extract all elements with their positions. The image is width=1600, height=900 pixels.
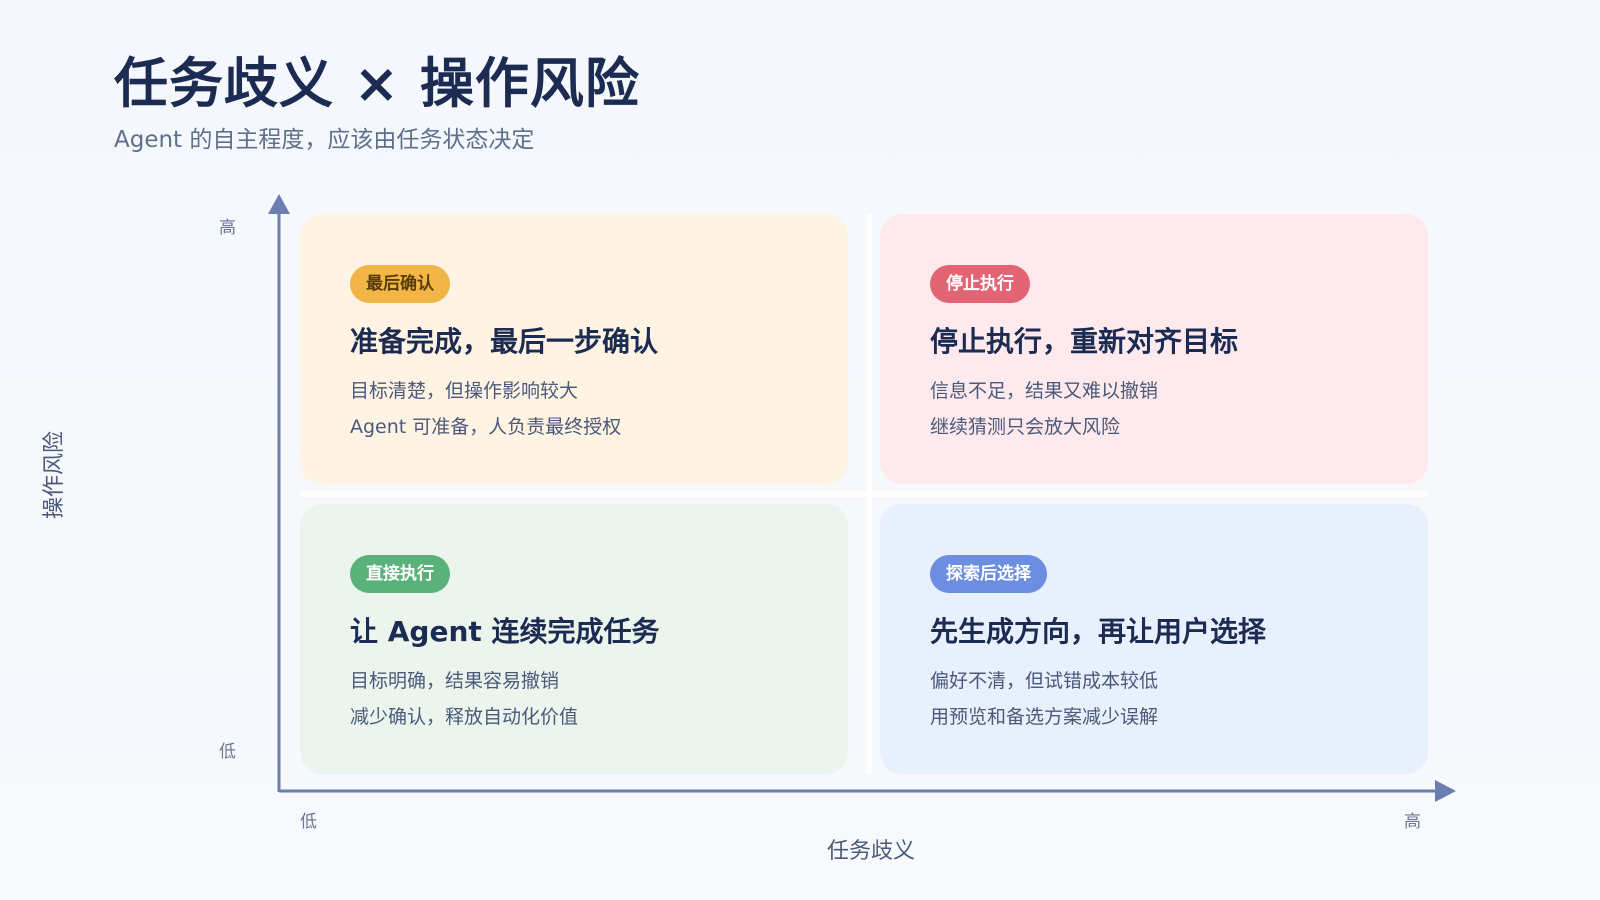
quadrant-heading: 停止执行，重新对齐目标 <box>930 325 1239 358</box>
quadrant-description-line: 目标明确，结果容易撤销 <box>350 670 560 692</box>
x-axis-label: 任务歧义 <box>826 839 916 864</box>
quadrant-description-line: 继续猜测只会放大风险 <box>930 416 1121 438</box>
quadrant-description-line: Agent 可准备，人负责最终授权 <box>350 416 622 438</box>
quadrant-badge: 直接执行 <box>350 555 450 593</box>
x-axis-high-tick: 高 <box>1404 812 1421 832</box>
horizontal-divider <box>300 491 1428 497</box>
quadrant-stop-execution: 停止执行 停止执行，重新对齐目标 信息不足，结果又难以撤销 继续猜测只会放大风险 <box>880 214 1428 484</box>
quadrant-description-line: 目标清楚，但操作影响较大 <box>350 380 579 402</box>
quadrant-badge: 停止执行 <box>930 265 1030 303</box>
page-subtitle: Agent 的自主程度，应该由任务状态决定 <box>114 127 535 153</box>
quadrant-description-line: 减少确认，释放自动化价值 <box>350 706 579 728</box>
y-axis-high-tick: 高 <box>219 218 236 238</box>
quadrant-explore-then-choose: 探索后选择 先生成方向，再让用户选择 偏好不清，但试错成本较低 用预览和备选方案… <box>880 504 1428 774</box>
quadrant-heading: 准备完成，最后一步确认 <box>350 325 659 358</box>
y-axis-low-tick: 低 <box>219 742 236 762</box>
quadrant-description-line: 信息不足，结果又难以撤销 <box>930 380 1159 402</box>
x-axis-low-tick: 低 <box>300 812 317 832</box>
quadrant-heading: 先生成方向，再让用户选择 <box>930 615 1267 648</box>
y-axis-arrow-icon <box>268 194 290 214</box>
y-axis-label: 操作风险 <box>42 430 67 520</box>
x-axis-arrow-icon <box>1435 780 1456 802</box>
quadrant-badge: 探索后选择 <box>930 555 1047 593</box>
quadrant-direct-execution: 直接执行 让 Agent 连续完成任务 目标明确，结果容易撤销 减少确认，释放自… <box>300 504 848 774</box>
quadrant-confirm-last: 最后确认 准备完成，最后一步确认 目标清楚，但操作影响较大 Agent 可准备，… <box>300 214 848 484</box>
quadrant-description-line: 用预览和备选方案减少误解 <box>930 706 1159 728</box>
quadrant-heading: 让 Agent 连续完成任务 <box>350 615 660 648</box>
quadrant-description-line: 偏好不清，但试错成本较低 <box>930 670 1159 692</box>
page-title: 任务歧义 × 操作风险 <box>114 52 640 115</box>
quadrant-badge: 最后确认 <box>350 265 450 303</box>
